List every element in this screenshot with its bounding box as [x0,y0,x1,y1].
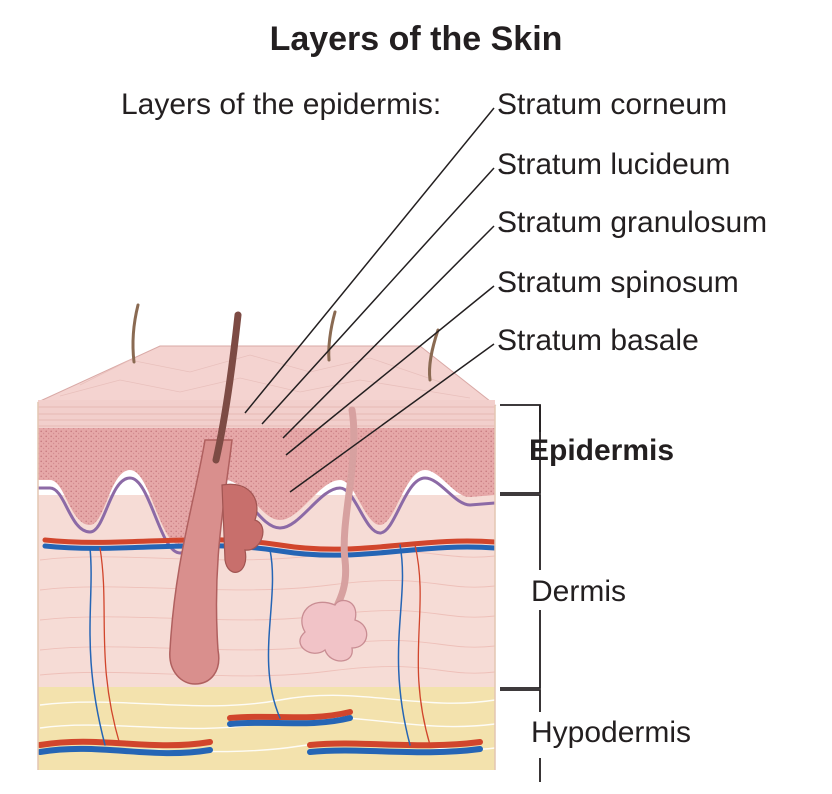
hypodermis-layer [38,685,495,770]
sweat-gland [299,599,368,662]
hair-follicle [169,439,233,685]
dermis-bracket [500,494,541,570]
label-dermis: Dermis [531,575,626,608]
epidermis-layer [38,400,495,545]
label-stratum-granulosum: Stratum granulosum [497,206,768,239]
hair-shaft-main [212,311,242,464]
label-stratum-lucideum: Stratum lucideum [497,148,731,181]
page-title: Layers of the Skin [269,20,563,58]
epidermis-layers-intro: Layers of the epidermis: [121,88,442,121]
leader-lines [244,107,495,493]
sebaceous-gland [221,483,264,573]
sweat-duct [331,406,358,614]
hypodermis-bracket [500,689,541,712]
label-stratum-spinosum: Stratum spinosum [497,266,739,299]
label-stratum-basale: Stratum basale [497,324,699,357]
label-epidermis: Epidermis [529,434,675,467]
skin-surface [37,345,497,406]
label-hypodermis: Hypodermis [531,716,692,749]
label-stratum-corneum: Stratum corneum [497,88,728,121]
epidermis-bracket [500,404,541,494]
region-brackets [500,404,541,782]
